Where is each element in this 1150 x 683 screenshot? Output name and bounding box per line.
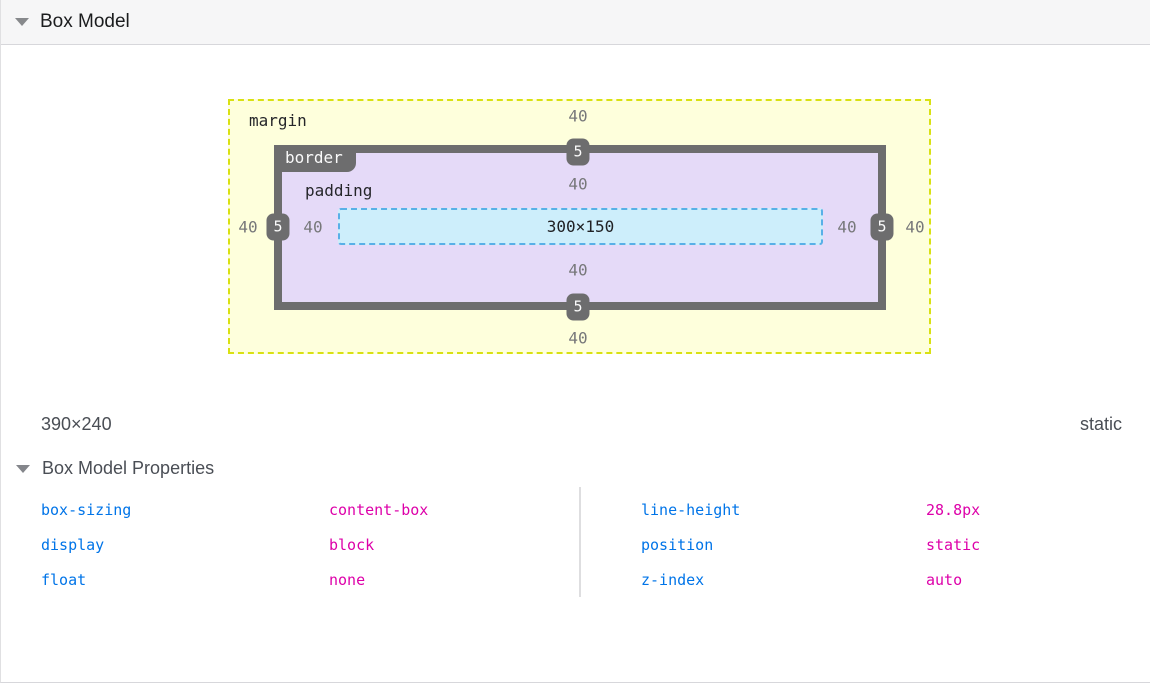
margin-bottom-value[interactable]: 40 — [568, 328, 588, 348]
property-name[interactable]: z-index — [641, 571, 705, 589]
property-name[interactable]: box-sizing — [41, 501, 132, 519]
property-row: line-height — [641, 501, 740, 525]
content-region[interactable]: 300×150 — [338, 208, 823, 245]
property-value[interactable]: 28.8px — [926, 501, 981, 519]
box-model-header[interactable]: Box Model — [1, 0, 1150, 45]
property-name[interactable]: position — [641, 536, 714, 554]
box-model-properties-header[interactable]: Box Model Properties — [16, 458, 214, 479]
property-value[interactable]: auto — [926, 571, 963, 589]
property-row: float — [41, 571, 86, 595]
border-left-value[interactable]: 5 — [266, 213, 290, 241]
border-bottom-value[interactable]: 5 — [566, 293, 590, 321]
property-value[interactable]: content-box — [329, 501, 429, 519]
padding-right-value[interactable]: 40 — [837, 217, 857, 237]
border-top-value[interactable]: 5 — [566, 138, 590, 166]
properties-collapse-triangle-icon[interactable] — [16, 464, 30, 473]
element-position: static — [1079, 414, 1122, 434]
border-label: border — [274, 145, 356, 172]
property-row: position — [641, 536, 713, 560]
margin-label: margin — [249, 111, 307, 130]
margin-left-value[interactable]: 40 — [238, 217, 258, 237]
margin-right-value[interactable]: 40 — [905, 217, 925, 237]
collapse-triangle-icon[interactable] — [15, 18, 29, 26]
padding-top-value[interactable]: 40 — [568, 174, 588, 194]
border-right-value[interactable]: 5 — [870, 213, 894, 241]
properties-title: Box Model Properties — [42, 458, 215, 478]
padding-bottom-value[interactable]: 40 — [568, 260, 588, 280]
property-row: block — [329, 536, 374, 560]
property-row: display — [41, 536, 104, 560]
padding-label: padding — [305, 181, 373, 200]
property-value[interactable]: static — [926, 536, 981, 554]
property-name[interactable]: display — [41, 536, 105, 554]
property-value[interactable]: block — [329, 536, 375, 554]
property-name[interactable]: line-height — [641, 501, 741, 519]
margin-top-value[interactable]: 40 — [568, 106, 588, 126]
panel-title: Box Model — [40, 11, 130, 32]
property-row: content-box — [329, 501, 428, 525]
properties-column-divider — [579, 487, 581, 597]
property-row: none — [329, 571, 365, 595]
property-row: z-index — [641, 571, 704, 595]
property-row: auto — [926, 571, 962, 595]
property-row: box-sizing — [41, 501, 131, 525]
property-value[interactable]: none — [329, 571, 366, 589]
property-row: 28.8px — [926, 501, 980, 525]
property-row: static — [926, 536, 980, 560]
padding-left-value[interactable]: 40 — [303, 217, 323, 237]
property-name[interactable]: float — [41, 571, 87, 589]
box-model-content: 300×150 margin border padding 40 5 40 40… — [1, 45, 1150, 683]
element-dimensions: 390×240 — [41, 414, 112, 434]
